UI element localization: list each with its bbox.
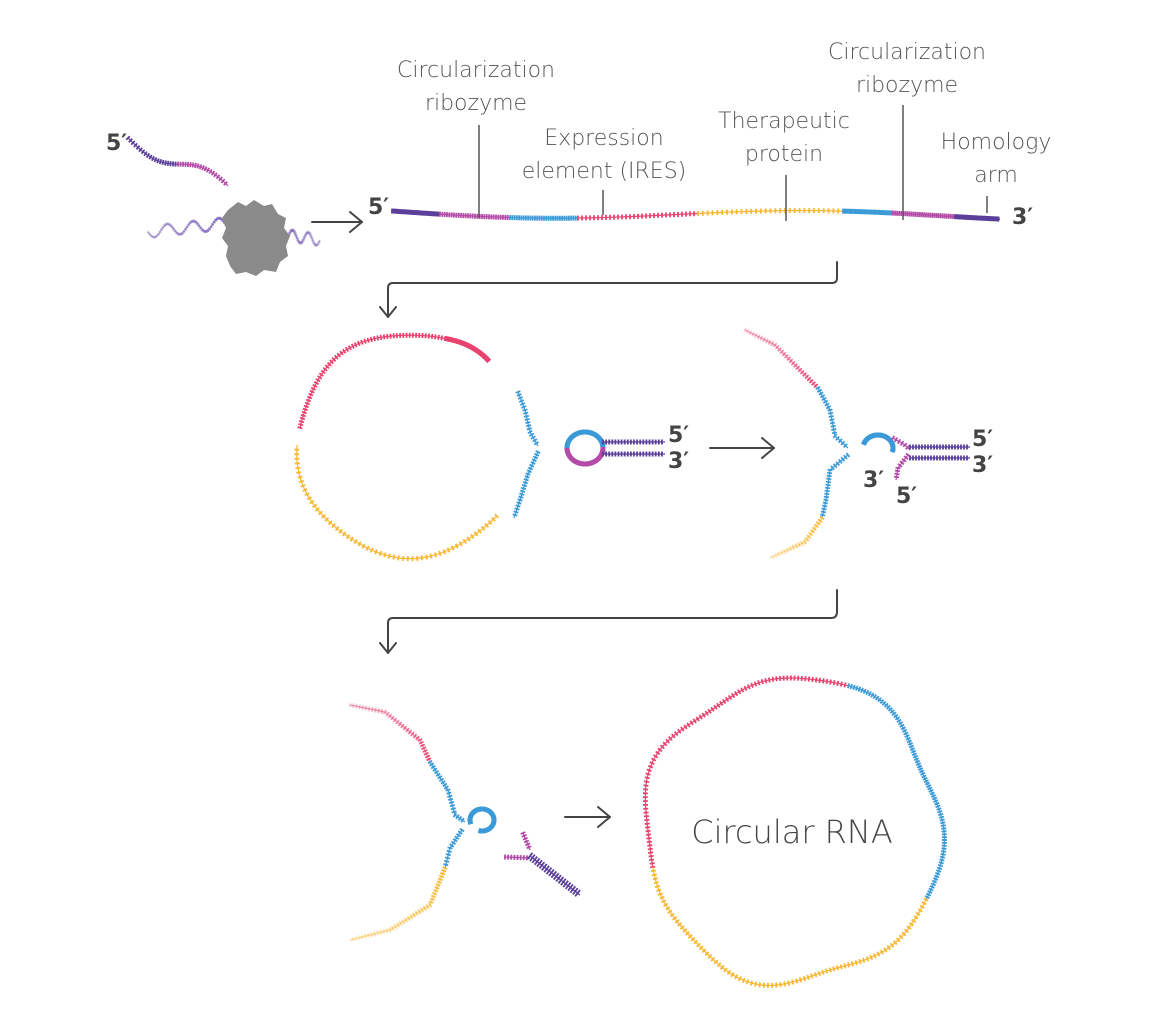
precursor-five-prime: 5′: [368, 195, 389, 220]
connector-arrow-2: [387, 589, 838, 653]
cleaved-three-prime-loop: 3′: [863, 468, 884, 493]
strand-ribozyme: [177, 161, 229, 187]
stem-bubble-top: [564, 429, 606, 449]
label-homology-2: arm: [974, 163, 1018, 188]
cleaved-ribozyme-top: [890, 435, 911, 451]
circ-expression: [642, 675, 849, 869]
label-ribozyme-left-2: ribozyme: [425, 91, 527, 116]
linear-precursor-strand: [390, 208, 1001, 222]
cleaved-ires-bottom: [820, 452, 851, 519]
connector-arrowhead-2: [379, 642, 397, 654]
cleaved-expression: [743, 327, 819, 389]
loop-ires-bottom: [512, 450, 541, 519]
segment-ires-3: [842, 208, 894, 216]
arrow-head-icon: [349, 211, 363, 233]
circ-ires: [847, 683, 948, 900]
folded-precursor: 5′ 3′: [294, 332, 775, 562]
lig-expression: [348, 702, 432, 763]
loop-expression: [297, 332, 446, 430]
label-homology-1: Homology: [941, 130, 1052, 155]
cleaved-five-prime-top: 5′: [972, 427, 993, 452]
circular-rna-label: Circular RNA: [691, 813, 892, 851]
strand-homology-arm: [125, 135, 179, 167]
nascent-rna-strand: [125, 135, 229, 187]
cleaved-duplex-top: [909, 444, 970, 450]
loop-therapeutic: [294, 444, 500, 562]
segment-therapeutic-protein: [696, 208, 844, 217]
stem-bubble-bottom: [564, 447, 606, 467]
folded-three-prime: 3′: [668, 449, 689, 474]
label-therapeutic-1: Therapeutic: [718, 109, 850, 134]
cleaved-three-prime-top: 3′: [972, 453, 993, 478]
lig-duplex: [526, 852, 581, 897]
label-therapeutic-2: protein: [745, 142, 823, 167]
lig-ribozyme-a: [520, 831, 532, 851]
label-ires-1: Expression: [544, 126, 663, 151]
cleaved-duplex-bottom: [909, 455, 970, 461]
five-prime-label-template: 5′: [106, 131, 127, 156]
loop-expression-end: [443, 335, 492, 364]
circular-rna: Circular RNA: [642, 675, 948, 988]
segment-expression-element: [577, 211, 699, 221]
ribosome-polymerase-icon: [222, 200, 290, 276]
loop-ires-top: [515, 390, 540, 447]
cleaved-ribozyme-tail: [893, 452, 911, 481]
segment-ires-5: [509, 215, 579, 221]
label-ribozyme-right-2: ribozyme: [856, 73, 958, 98]
folded-five-prime: 5′: [668, 423, 689, 448]
lig-therapeutic: [349, 866, 448, 942]
ligation-step: [348, 702, 611, 942]
step-transcription: 5′: [106, 131, 363, 276]
stem-duplex-bottom: [602, 451, 665, 457]
lig-ires-top: [427, 759, 466, 823]
stem-duplex-top: [602, 439, 665, 445]
segment-homology-arm-3: [953, 214, 1001, 222]
precursor-three-prime: 3′: [1012, 205, 1033, 230]
cleaved-ires-top: [815, 386, 849, 449]
lig-loop: [467, 806, 497, 834]
cleaved-bubble: [861, 432, 896, 454]
lig-ires-bottom: [443, 827, 465, 869]
arrow-head-icon: [597, 806, 611, 828]
segment-ribozyme-3: [891, 210, 956, 220]
label-ribozyme-left-1: Circularization: [397, 58, 555, 83]
label-ires-2: element (IRES): [522, 159, 687, 184]
arrow-head-icon: [761, 437, 775, 459]
label-ribozyme-right-1: Circularization: [828, 40, 986, 65]
cleaved-precursor: 5′ 3′ 3′ 5′: [743, 327, 993, 560]
lig-ribozyme-b: [504, 854, 531, 861]
segment-homology-arm-5: [390, 208, 441, 217]
circ-therapeutic: [650, 866, 929, 988]
linear-precursor: 5′ 3′ Circularization ribozyme Expressio…: [368, 40, 1051, 230]
cleaved-five-prime-loop: 5′: [896, 484, 917, 509]
cleaved-therapeutic: [769, 515, 825, 560]
connector-arrowhead-1: [379, 306, 397, 318]
connector-arrow-1: [387, 261, 838, 317]
segment-ribozyme-5: [438, 211, 511, 221]
